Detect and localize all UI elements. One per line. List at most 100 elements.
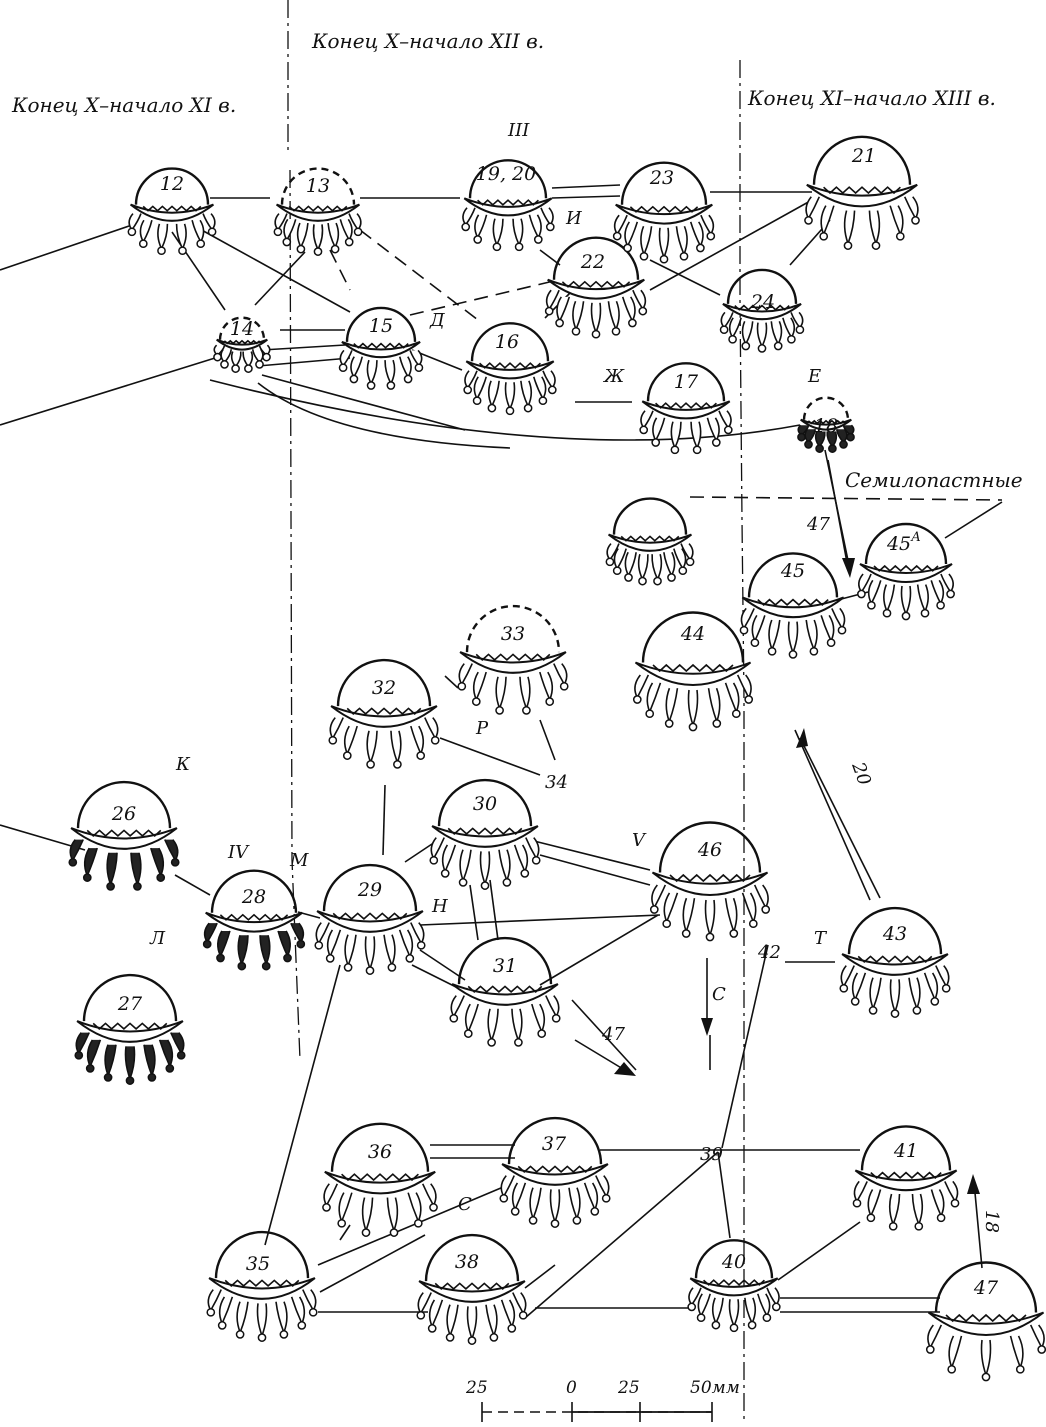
pendant-label-28: 28 bbox=[241, 886, 266, 908]
pendant-band-icon bbox=[945, 1313, 1027, 1323]
pendant-lobe-icon bbox=[150, 847, 165, 878]
pendant-lobe-icon bbox=[540, 207, 554, 227]
pendant-drop-icon bbox=[729, 1323, 739, 1333]
pendant-label-21: 21 bbox=[851, 145, 876, 167]
pendant-lobe-icon bbox=[464, 1003, 479, 1034]
pendant-drop-icon bbox=[449, 1013, 459, 1023]
pendant-crescent-icon bbox=[208, 1277, 316, 1300]
pendant-lobe-icon bbox=[511, 1008, 523, 1043]
pendant-crescent-icon bbox=[70, 827, 178, 850]
pendant-lobe-icon bbox=[218, 1296, 234, 1326]
pendant-drop-icon bbox=[133, 882, 142, 891]
pendant-drop-icon bbox=[68, 857, 78, 867]
pendant-ring-icon bbox=[424, 1233, 520, 1282]
pendant-lobe-icon bbox=[495, 676, 507, 711]
pendant-drop-icon bbox=[85, 1064, 95, 1073]
pendant-drop-icon bbox=[809, 646, 819, 656]
pendant-p12 bbox=[127, 167, 217, 256]
pendant-drop-icon bbox=[659, 254, 669, 264]
pendant-lobe-icon bbox=[690, 421, 702, 450]
pendant-lobe-icon bbox=[646, 682, 662, 714]
pendant-drop-icon bbox=[308, 1307, 318, 1317]
pendant-drop-icon bbox=[839, 440, 848, 449]
pendant-lobe-icon bbox=[364, 936, 376, 971]
pendant-drop-icon bbox=[914, 1221, 924, 1231]
pendant-lobe-icon bbox=[164, 839, 179, 862]
pendant-lobe-icon bbox=[492, 218, 504, 247]
pendant-drop-icon bbox=[901, 611, 911, 621]
pendant-band-icon bbox=[757, 598, 829, 606]
pendant-lobe-icon bbox=[869, 977, 882, 1011]
pendant-label-44: 44 bbox=[680, 623, 705, 645]
pendant-drop-icon bbox=[487, 1038, 496, 1047]
period-label-left: Конец X–начало XI в. bbox=[11, 93, 236, 117]
pendant-lobe-icon bbox=[663, 551, 676, 578]
pendant-drop-icon bbox=[551, 1013, 561, 1023]
pendant-p33 bbox=[457, 604, 569, 715]
pendant-lobe-icon bbox=[421, 1183, 437, 1208]
pendant-drop-icon bbox=[605, 557, 615, 567]
letter-label-zh: Ж bbox=[602, 366, 625, 387]
arrows bbox=[574, 459, 983, 1269]
pendant-p23 bbox=[612, 161, 716, 264]
pendant-lobe-icon bbox=[665, 687, 679, 724]
pendant-lobe-icon bbox=[682, 897, 696, 934]
pendant-band-icon bbox=[341, 1173, 419, 1182]
pendant-drop-icon bbox=[547, 385, 557, 395]
letter-label-l: Л bbox=[149, 928, 166, 949]
pendant-drop-icon bbox=[495, 706, 504, 715]
pendant-drop-icon bbox=[337, 1218, 347, 1228]
pendant-p38 bbox=[416, 1233, 528, 1345]
pendant-drop-icon bbox=[528, 1216, 538, 1225]
pendant-drop-icon bbox=[489, 1333, 499, 1342]
pendant-drop-icon bbox=[216, 953, 225, 963]
pendant-crescent-icon bbox=[129, 203, 215, 222]
pendant-label-13: 13 bbox=[306, 175, 330, 197]
pendant-ring-icon bbox=[847, 906, 943, 955]
pendant-drop-icon bbox=[888, 1221, 898, 1231]
pendant-drop-icon bbox=[590, 1207, 600, 1216]
pendant-lobe-icon bbox=[689, 221, 704, 248]
pendant-drop-icon bbox=[231, 364, 240, 373]
pendant-drop-icon bbox=[628, 318, 637, 328]
pendant-lobe-icon bbox=[75, 1032, 90, 1055]
pendant-drop-icon bbox=[237, 961, 247, 971]
pendant-lobe-icon bbox=[531, 1003, 546, 1034]
pendant-crescent-icon bbox=[330, 705, 438, 728]
pendant-lobe-icon bbox=[770, 321, 783, 346]
pendant-drop-icon bbox=[571, 326, 581, 336]
pendant-ring-icon bbox=[280, 167, 356, 205]
pendant-lobe-icon bbox=[398, 356, 412, 379]
pendant-drop-icon bbox=[544, 306, 554, 316]
pendant-label-35: 35 bbox=[246, 1253, 270, 1275]
pendant-lobe-icon bbox=[652, 417, 666, 443]
pendant-lobe-icon bbox=[908, 977, 921, 1011]
pendant-band-icon bbox=[219, 913, 289, 921]
pendant-drop-icon bbox=[522, 706, 531, 715]
pendant-ring-icon bbox=[812, 135, 912, 185]
pendant-label-18: 18 bbox=[814, 415, 838, 437]
period-label-middle: Конец X–начало XII в. bbox=[311, 29, 544, 53]
pendant-drop-icon bbox=[147, 1073, 157, 1082]
pendant-p18 bbox=[797, 396, 855, 453]
pendant-drop-icon bbox=[866, 1213, 876, 1223]
pendant-lobe-icon bbox=[820, 205, 835, 237]
pendant-drop-icon bbox=[338, 363, 348, 373]
pendant-lobe-icon bbox=[398, 929, 414, 959]
pendant-lobe-icon bbox=[539, 671, 554, 702]
pendant-drop-icon bbox=[82, 873, 92, 882]
pendant-drop-icon bbox=[533, 235, 543, 244]
pendant-drop-icon bbox=[837, 625, 847, 635]
pendant-lobe-icon bbox=[312, 224, 324, 252]
pendant-drop-icon bbox=[262, 352, 271, 362]
pendant-lobe-icon bbox=[851, 972, 867, 1002]
pendant-drop-icon bbox=[283, 953, 292, 963]
pendant-lobe-icon bbox=[1009, 1335, 1024, 1370]
pendant-lobe-icon bbox=[756, 322, 768, 349]
pendant-drop-icon bbox=[688, 722, 698, 732]
pendant-drop-icon bbox=[925, 1345, 935, 1354]
pendant-crescent-icon bbox=[418, 1280, 526, 1303]
pendant-label-46: 46 bbox=[697, 839, 722, 861]
pendant-layer bbox=[68, 135, 1046, 1382]
pendant-lobe-icon bbox=[930, 1189, 945, 1218]
